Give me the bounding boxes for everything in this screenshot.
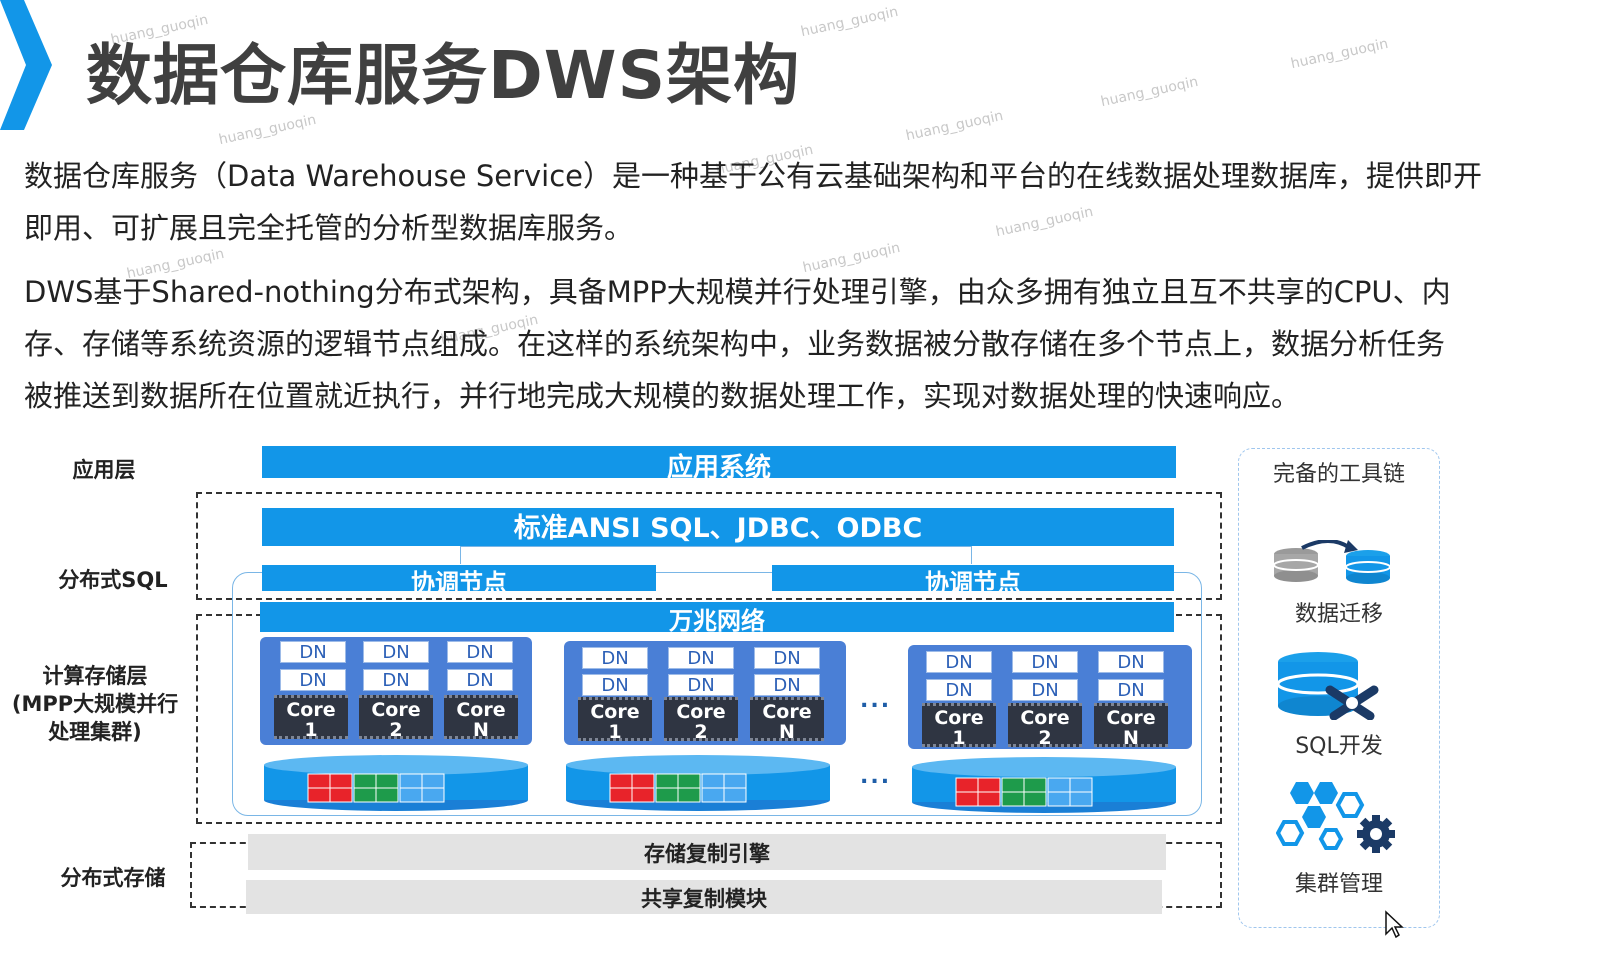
dn-box: DN: [1012, 651, 1078, 673]
tool-label-cluster-management: 集群管理: [1294, 872, 1383, 897]
gear-icon: [1357, 815, 1395, 853]
dist-sql-region: [196, 492, 1222, 600]
data-blocks-icon: [307, 773, 445, 803]
core-id: 1: [304, 719, 318, 741]
layer-label-line: 计算存储层: [42, 664, 148, 688]
sql-interface-bar: 标准ANSI SQL、JDBC、ODBC: [262, 508, 1174, 546]
text-line: DWS基于Shared-nothing分布式架构，具备MPP大规模并行处理引擎，…: [24, 275, 1451, 309]
layer-label-app: 应用层: [72, 458, 136, 482]
storage-disk: [912, 757, 1176, 813]
dn-box: DN: [447, 641, 513, 663]
core-id: 1: [952, 727, 966, 749]
connector-line: [460, 546, 972, 564]
layer-label-dist-storage: 分布式存储: [60, 866, 166, 890]
chevron-icon: [0, 0, 52, 130]
core-id: 2: [694, 721, 708, 743]
watermark: huang_guoqin: [1099, 73, 1200, 111]
watermark: huang_guoqin: [904, 107, 1005, 145]
tool-label-data-migration: 数据迁移: [1294, 602, 1383, 627]
network-bar: 万兆网络: [260, 602, 1174, 632]
toolchain-panel: [1238, 448, 1440, 928]
dn-box: DN: [1098, 679, 1164, 701]
dn-box: DN: [280, 669, 346, 691]
tool-label-sql-development: SQL开发: [1295, 734, 1383, 759]
storage-replication-engine-bar: 存储复制引擎: [248, 834, 1166, 870]
dn-box: DN: [1098, 651, 1164, 673]
app-system-bar: 应用系统: [262, 446, 1176, 478]
core-id: 2: [389, 719, 403, 741]
data-migration-icon: [1273, 540, 1391, 584]
core-id: N: [473, 719, 489, 741]
core-label: Core: [1020, 707, 1070, 729]
dn-box: DN: [363, 669, 429, 691]
dn-box: DN: [1012, 679, 1078, 701]
core-label: Core: [456, 699, 506, 721]
dn-box: DN: [668, 674, 734, 696]
cluster-management-icon: [1276, 782, 1395, 853]
dn-box: DN: [280, 641, 346, 663]
layer-label-line: 处理集群): [48, 720, 142, 744]
core-label: Core: [676, 701, 726, 723]
core-id: 2: [1038, 727, 1052, 749]
core-label: Core: [762, 701, 812, 723]
text-line: 被推送到数据所在位置就近执行，并行地完成大规模的数据处理工作，实现对数据处理的快…: [24, 379, 1301, 413]
core-label: Core: [590, 701, 640, 723]
more-disks-ellipsis: ...: [860, 764, 892, 789]
coordinator-node-left: 协调节点: [262, 565, 656, 591]
core-label: Core: [934, 707, 984, 729]
core-id: 1: [608, 721, 622, 743]
data-blocks-icon: [955, 777, 1093, 807]
mouse-cursor-icon: [1385, 910, 1404, 938]
dn-box: DN: [668, 647, 734, 669]
dn-box: DN: [754, 674, 820, 696]
watermark: huang_guoqin: [799, 3, 900, 41]
dn-box: DN: [363, 641, 429, 663]
dn-box: DN: [582, 647, 648, 669]
data-blocks-icon: [609, 773, 747, 803]
core-id: N: [779, 721, 795, 743]
storage-disk: [566, 755, 830, 811]
dn-box: DN: [926, 679, 992, 701]
shared-replication-module-bar: 共享复制模块: [246, 880, 1162, 914]
architecture-paragraph: DWS基于Shared-nothing分布式架构，具备MPP大规模并行处理引擎，…: [24, 266, 1584, 422]
intro-paragraph: 数据仓库服务（Data Warehouse Service）是一种基于公有云基础…: [24, 150, 1584, 254]
layer-label-dist-sql: 分布式SQL: [58, 568, 168, 592]
more-nodes-ellipsis: ...: [860, 688, 892, 713]
text-line: 数据仓库服务（Data Warehouse Service）是一种基于公有云基础…: [24, 159, 1483, 193]
storage-disk: [264, 755, 528, 811]
dn-box: DN: [926, 651, 992, 673]
layer-label-line: (MPP大规模并行: [11, 692, 179, 716]
cluster-outline: [232, 572, 1202, 816]
core-label: Core: [371, 699, 421, 721]
text-line: 存、存储等系统资源的逻辑节点组成。在这样的系统架构中，业务数据被分散存储在多个节…: [24, 327, 1446, 361]
watermark: huang_guoqin: [1289, 35, 1390, 73]
core-label: Core: [286, 699, 336, 721]
sql-development-icon: [1276, 652, 1379, 720]
dn-box: DN: [447, 669, 513, 691]
core-id: N: [1123, 727, 1139, 749]
core-label: Core: [1106, 707, 1156, 729]
dn-box: DN: [754, 647, 820, 669]
dn-box: DN: [582, 674, 648, 696]
coordinator-node-right: 协调节点: [772, 565, 1174, 591]
toolchain-title: 完备的工具链: [1272, 462, 1405, 487]
layer-label-compute: 计算存储层 (MPP大规模并行 处理集群): [0, 662, 190, 746]
text-line: 即用、可扩展且完全托管的分析型数据库服务。: [24, 211, 634, 245]
page-title: 数据仓库服务DWS架构: [86, 37, 801, 114]
